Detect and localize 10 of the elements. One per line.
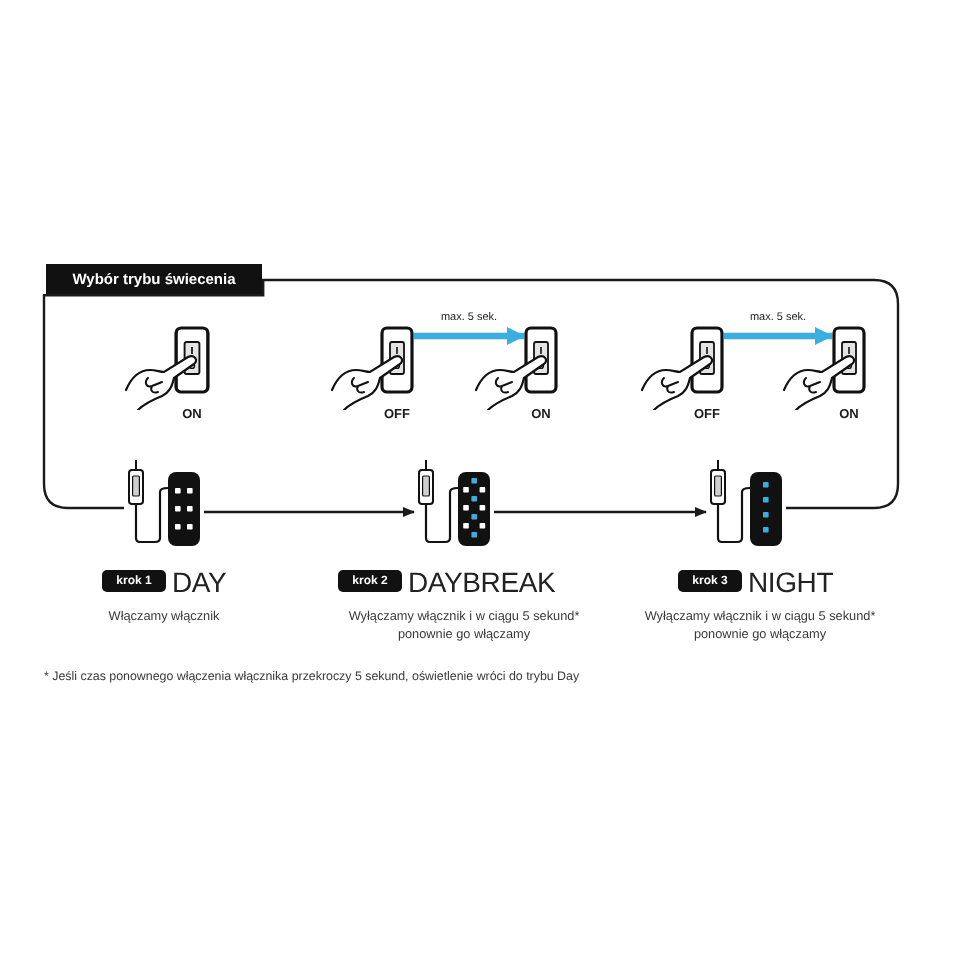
arrow: [414, 327, 525, 345]
mode-name: DAYBREAK: [408, 563, 556, 599]
led-controller-drawing: [414, 460, 494, 548]
arrow: [724, 327, 833, 345]
mode-name: DAY: [172, 563, 227, 599]
led-controller-drawing: [124, 460, 204, 548]
mode-name: NIGHT: [748, 563, 834, 599]
led-controller-drawing: [706, 460, 786, 548]
arrow: [494, 507, 707, 517]
arrow: [204, 507, 415, 517]
